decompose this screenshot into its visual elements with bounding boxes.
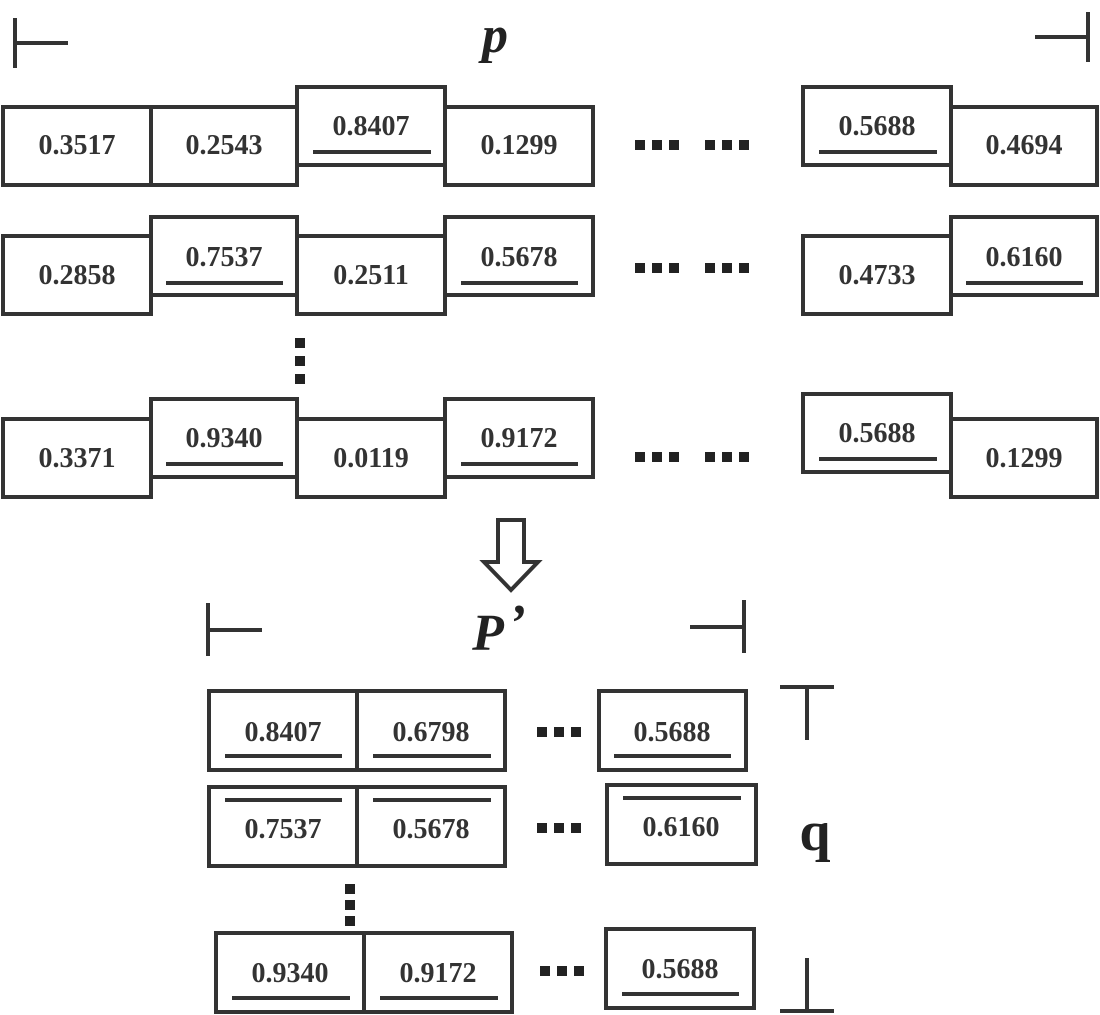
p-width-bracket	[13, 12, 1090, 68]
p-row-1-cell-last-2: 0.4694	[949, 105, 1099, 187]
horizontal-ellipsis	[635, 140, 749, 150]
p-row-2-cell-3: 0.2511	[295, 234, 447, 316]
p-row-1-cell-1: 0.3517	[1, 105, 153, 187]
p-row-1-cell-last-1-selected: 0.5688	[801, 85, 953, 167]
pp-row-2-cell-1: 0.7537	[207, 785, 359, 868]
pp-row-3: 0.9340 0.9172 0.5688	[214, 927, 756, 1014]
p-row-1-value-3: 0.8407	[333, 111, 410, 142]
pp-row-1: 0.8407 0.6798 0.5688	[207, 689, 748, 772]
pp-row-1-cell-1: 0.8407	[207, 689, 359, 772]
p-label: p	[478, 7, 508, 64]
pp-row-2-cell-2: 0.5678	[355, 785, 507, 868]
pp-row-1-value-last: 0.5688	[634, 717, 711, 748]
pp-row-3-value-1: 0.9340	[252, 958, 329, 989]
p-row-3-value-last-2: 0.1299	[986, 443, 1063, 474]
p-row-3-cell-last-2: 0.1299	[949, 417, 1099, 499]
vertical-ellipsis	[345, 884, 355, 926]
p-row-1-cell-4: 0.1299	[443, 105, 595, 187]
p-row-3: 0.3371 0.9340 0.0119 0.9172 0.5688 0.129	[1, 392, 1099, 499]
q-height-bracket	[780, 685, 834, 1013]
pp-row-3-value-2: 0.9172	[400, 958, 477, 989]
pp-row-1-cell-last: 0.5688	[597, 689, 748, 772]
p-row-1-value-2: 0.2543	[186, 130, 263, 161]
p-row-3-cell-2-selected: 0.9340	[149, 397, 299, 479]
pp-row-2-value-2: 0.5678	[393, 814, 470, 845]
p-row-2-value-4: 0.5678	[481, 242, 558, 273]
pp-row-3-cell-1: 0.9340	[214, 931, 366, 1014]
p-row-2-value-1: 0.2858	[39, 260, 116, 291]
p-row-1-cell-2: 0.2543	[149, 105, 299, 187]
p-row-2-value-last-1: 0.4733	[839, 260, 916, 291]
p-row-2-value-2: 0.7537	[186, 242, 263, 273]
pp-row-3-cell-last: 0.5688	[604, 927, 756, 1010]
p-row-2-cell-1: 0.2858	[1, 234, 153, 316]
horizontal-ellipsis	[537, 823, 581, 833]
q-label: q	[799, 801, 830, 863]
pp-row-2-cell-last: 0.6160	[605, 783, 758, 866]
p-row-2-cell-4-selected: 0.5678	[443, 215, 595, 297]
p-row-1-cell-3-selected: 0.8407	[295, 85, 447, 167]
p-row-3-value-last-1: 0.5688	[839, 418, 916, 449]
pp-row-1-cell-2: 0.6798	[355, 689, 507, 772]
p-row-1-value-last-2: 0.4694	[986, 130, 1063, 161]
pp-row-2-value-last: 0.6160	[643, 812, 720, 843]
p-row-3-value-3: 0.0119	[333, 443, 408, 474]
p-row-3-value-1: 0.3371	[39, 443, 116, 474]
pp-row-2-value-1: 0.7537	[245, 814, 322, 845]
pp-row-1-value-1: 0.8407	[245, 717, 322, 748]
vertical-ellipsis	[295, 338, 305, 384]
p-row-2-value-3: 0.2511	[333, 260, 408, 291]
p-row-3-cell-4-selected: 0.9172	[443, 397, 595, 479]
p-row-2: 0.2858 0.7537 0.2511 0.5678 0.4733 0.616…	[1, 215, 1099, 316]
p-row-3-value-4: 0.9172	[481, 423, 558, 454]
horizontal-ellipsis	[635, 452, 749, 462]
p-row-1-value-last-1: 0.5688	[839, 111, 916, 142]
p-row-1-value-1: 0.3517	[39, 130, 116, 161]
svg-text:P: P	[471, 605, 505, 662]
p-row-3-cell-1: 0.3371	[1, 417, 153, 499]
pp-row-1-value-2: 0.6798	[393, 717, 470, 748]
p-prime-width-bracket	[206, 600, 746, 656]
p-row-2-value-last-2: 0.6160	[986, 242, 1063, 273]
horizontal-ellipsis	[540, 966, 584, 976]
p-row-3-cell-last-1-selected: 0.5688	[801, 392, 953, 474]
horizontal-ellipsis	[537, 727, 581, 737]
p-row-3-value-2: 0.9340	[186, 423, 263, 454]
p-row-2-cell-last-2-selected: 0.6160	[949, 215, 1099, 297]
p-row-2-cell-last-1: 0.4733	[801, 234, 953, 316]
p-row-3-cell-3: 0.0119	[295, 417, 447, 499]
pp-row-2: 0.7537 0.5678 0.6160	[207, 783, 758, 868]
horizontal-ellipsis	[635, 263, 749, 273]
p-row-1: 0.3517 0.2543 0.8407 0.1299 0.5688 0.469…	[1, 85, 1099, 187]
down-arrow-icon	[479, 518, 543, 593]
pp-row-3-cell-2: 0.9172	[362, 931, 514, 1014]
p-row-2-cell-2-selected: 0.7537	[149, 215, 299, 297]
p-row-1-value-4: 0.1299	[481, 130, 558, 161]
pp-row-3-value-last: 0.5688	[642, 954, 719, 985]
prime-mark: ’	[508, 595, 525, 652]
p-prime-label: P ’	[471, 595, 526, 662]
